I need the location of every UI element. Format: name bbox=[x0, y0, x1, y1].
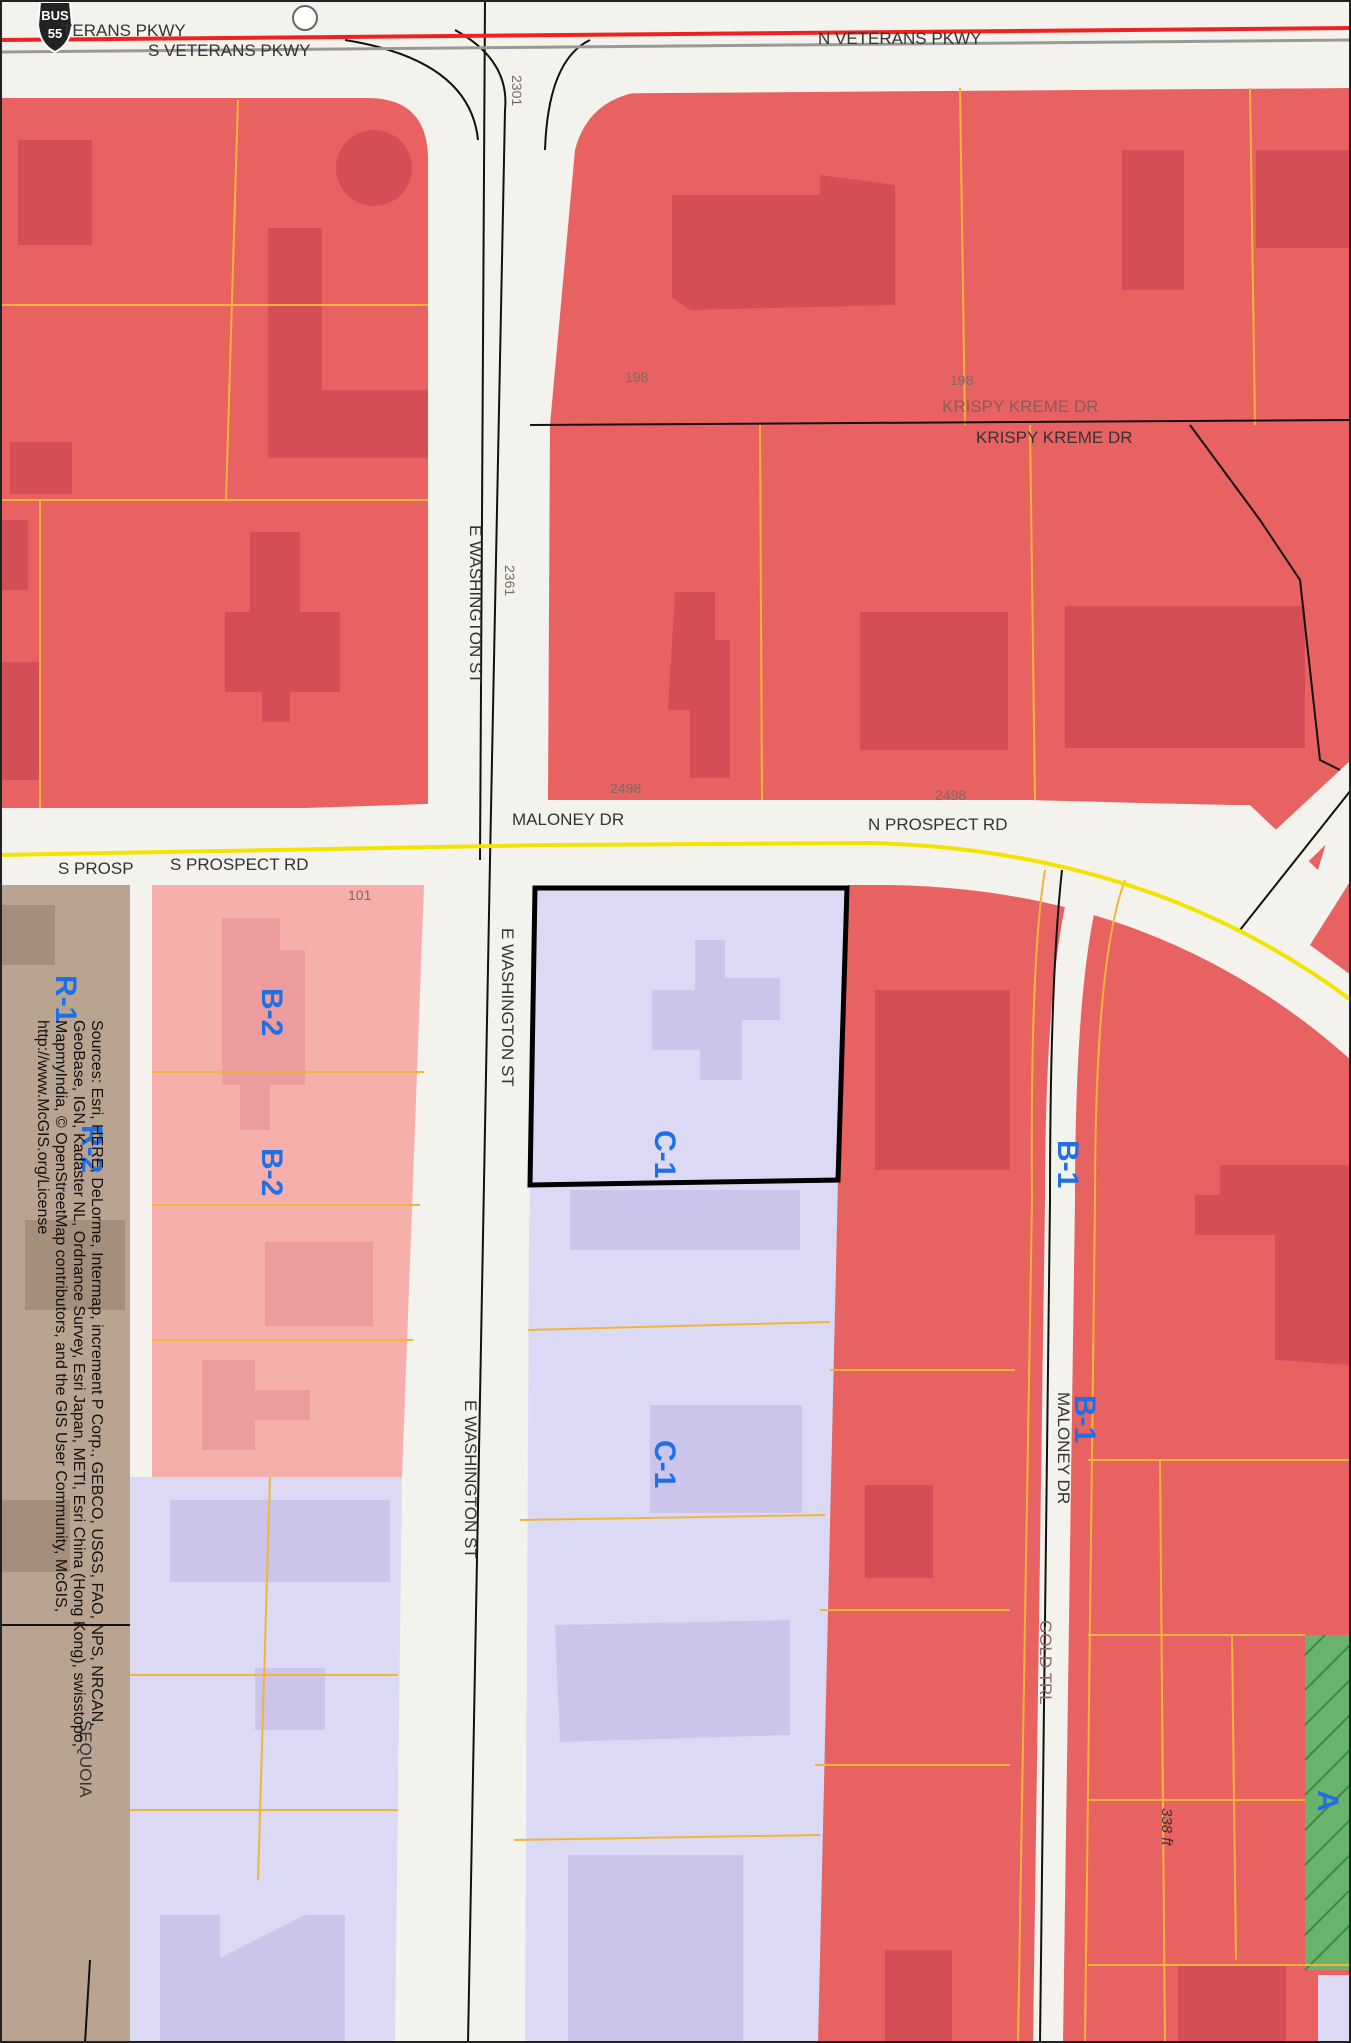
zone-label-a: A bbox=[1311, 1790, 1344, 1812]
buildings-c1 bbox=[160, 940, 802, 2043]
road-label-maloney-dr-top: MALONEY DR bbox=[512, 810, 624, 829]
zone-label-r-partial: R-1 bbox=[49, 975, 82, 1023]
zone-label-c1-lower: C-1 bbox=[648, 1440, 681, 1488]
buildings-b2 bbox=[202, 918, 373, 1450]
shield-line-1: BUS bbox=[41, 8, 69, 23]
road-label-maloney-dr-vertical: MALONEY DR bbox=[1054, 1392, 1073, 1504]
parcel-number-2361: 2361 bbox=[502, 565, 518, 596]
attribution-line-3: MapmyIndia, © OpenStreetMap contributors… bbox=[52, 1020, 69, 1612]
zone-a-hatch bbox=[1304, 1634, 1351, 1971]
zone-label-c1-selected: C-1 bbox=[648, 1130, 681, 1178]
attribution-line-4: http://www.McGIS.org/License bbox=[34, 1020, 51, 1234]
parcel-number-198a: 198 bbox=[625, 369, 649, 385]
road-label-n-prospect-rd: N PROSPECT RD bbox=[868, 815, 1008, 834]
major-road-line-veterans bbox=[0, 26, 1351, 42]
parcel-number-2301: 2301 bbox=[509, 75, 525, 106]
zone-a[interactable] bbox=[1305, 1635, 1351, 1970]
parcel-number-2498a: 2498 bbox=[610, 780, 641, 796]
zone-b1-east-corner[interactable] bbox=[1310, 880, 1351, 975]
collector-line-prospect bbox=[0, 840, 1351, 1002]
parcel-lines bbox=[0, 87, 1351, 2043]
zone-c1-far-east[interactable] bbox=[1318, 1975, 1351, 2043]
road-washington-band bbox=[468, 30, 535, 2043]
zone-r[interactable] bbox=[0, 885, 130, 2043]
attribution-line-1: Sources: Esri, HERE, DeLorme, Intermap, … bbox=[88, 1020, 105, 1727]
zone-c1-west[interactable] bbox=[130, 1477, 402, 2043]
road-label-sequoia: SEQUOIA bbox=[76, 1720, 95, 1798]
measurement-label: 338 ft bbox=[1158, 1808, 1175, 1846]
buildings-b1 bbox=[0, 130, 1351, 2043]
road-maloney-curve-band bbox=[1033, 865, 1105, 2043]
us-route-shield: BUS 55 bbox=[36, 1, 74, 54]
buildings-r bbox=[0, 905, 125, 1572]
road-label-s-prospect-rd: S PROSPECT RD bbox=[170, 855, 309, 874]
parcel-number-101: 101 bbox=[348, 887, 372, 903]
major-road-edge-veterans bbox=[0, 38, 1351, 54]
zone-label-b1-partial: B-1 bbox=[1068, 1395, 1101, 1443]
road-label-veterans-partial: TERANS PKWY bbox=[62, 21, 186, 40]
road-label-s-veterans-pkwy: S VETERANS PKWY bbox=[148, 41, 310, 60]
road-label-s-prosp: S PROSP bbox=[58, 859, 134, 878]
zone-label-r-partial-2: R-2 bbox=[75, 1125, 108, 1173]
zone-c1-east[interactable] bbox=[512, 1180, 838, 2043]
road-prospect-band bbox=[0, 800, 1351, 1060]
parcel-number-2498b: 2498 bbox=[935, 787, 966, 803]
zone-b1-east[interactable] bbox=[810, 885, 1351, 2043]
attribution: Sources: Esri, HERE, DeLorme, Intermap, … bbox=[34, 1020, 105, 1747]
road-label-e-washington-mid: E WASHINGTON ST bbox=[498, 928, 517, 1087]
attribution-line-2: GeoBase, IGN, Kadaster NL, Ordnance Surv… bbox=[70, 1020, 87, 1747]
parcel-number-198b: 198 bbox=[950, 372, 974, 388]
zone-label-b1-main: B-1 bbox=[1051, 1140, 1084, 1188]
selected-parcel-outline[interactable] bbox=[527, 885, 850, 1188]
shield-line-2: 55 bbox=[48, 26, 62, 41]
zone-b2[interactable] bbox=[152, 885, 424, 1477]
road-label-e-washington-lower: E WASHINGTON ST bbox=[461, 1400, 480, 1559]
zone-label-b2-lower: B-2 bbox=[255, 1148, 288, 1196]
road-label-krispy-kreme-partial: KRISPY KREME DR bbox=[942, 397, 1099, 416]
road-label-gold-trl: GOLD TRL bbox=[1036, 1620, 1055, 1705]
us-route-shield-icon bbox=[36, 1, 74, 54]
road-label-krispy-kreme-dr: KRISPY KREME DR bbox=[976, 428, 1133, 447]
road-diagonal-band bbox=[1200, 760, 1351, 930]
junction-icon bbox=[292, 5, 318, 31]
road-label-n-veterans-pkwy: N VETERANS PKWY bbox=[818, 29, 981, 48]
road-label-e-washington-upper: E WASHINGTON ST bbox=[466, 525, 485, 684]
zone-label-b2-upper: B-2 bbox=[255, 988, 288, 1036]
